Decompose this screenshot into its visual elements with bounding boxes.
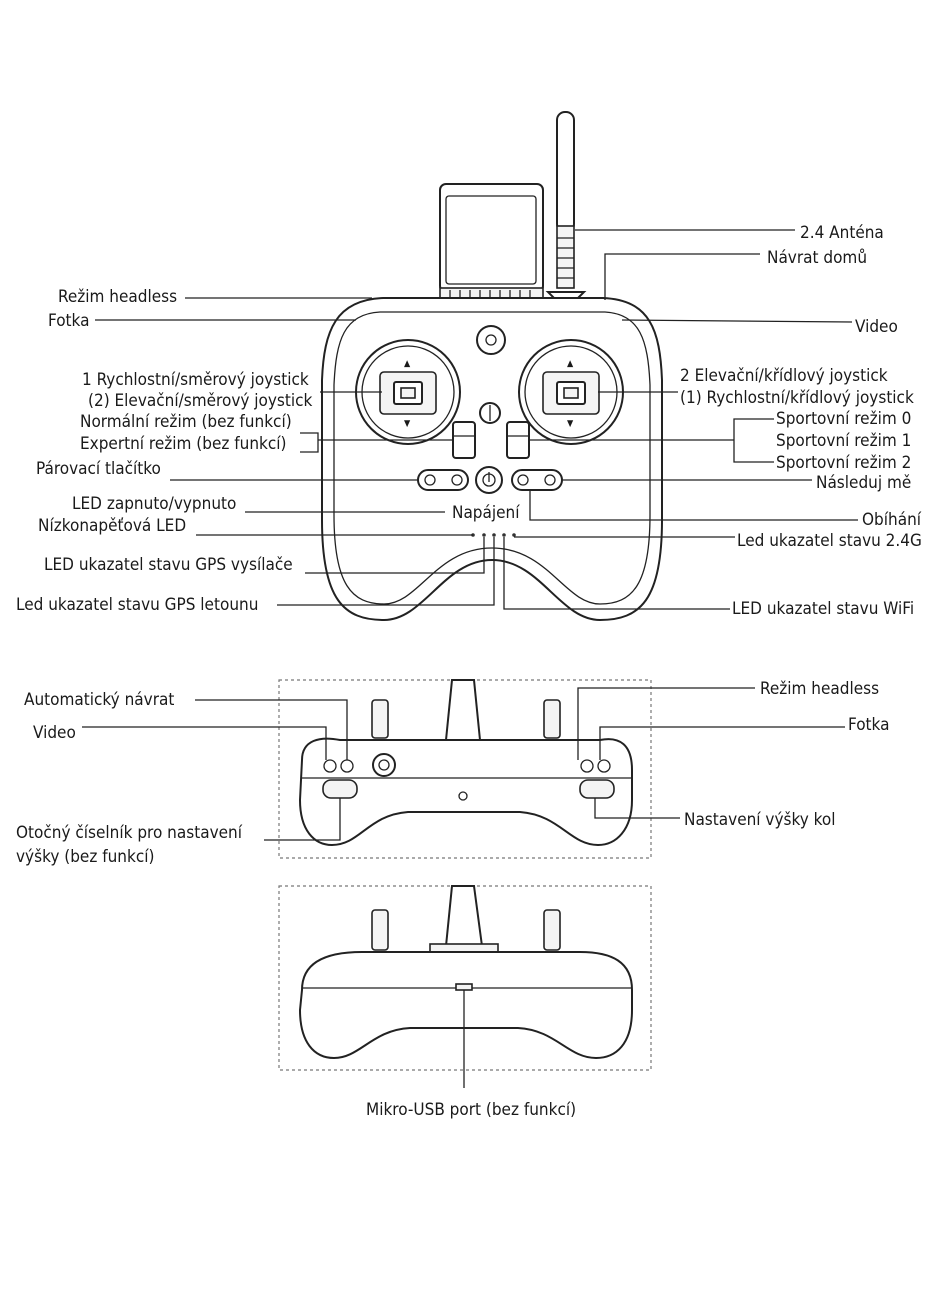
label-antenna: 2.4 Anténa [800,223,884,243]
label-video: Video [855,317,898,337]
right-joystick-drawing: ▲ ▼ [518,339,624,445]
label-led-wifi: LED ukazatel stavu WiFi [732,599,914,619]
label-pairing-button: Párovací tlačítko [36,459,161,479]
svg-text:▼: ▼ [567,419,574,429]
label-headless: Režim headless [58,287,177,307]
label-right-joystick-mode2: 2 Elevační/křídlový joystick [680,366,888,386]
bottom-view: Mikro-USB port (bez funkcí) [278,885,652,1120]
label-normal-mode: Normální režim (bez funkcí) [80,412,292,432]
front-view: Automatický návrat Video Režim headless … [16,679,889,867]
label-dial-line1: Otočný číselník pro nastavení [16,823,243,843]
label-return-home: Návrat domů [767,248,867,268]
label-expert-mode: Expertní režim (bez funkcí) [80,434,287,454]
svg-text:▲: ▲ [404,359,411,369]
top-view-leader-lines [95,229,858,610]
label-orbit: Obíhání [862,510,922,530]
label-dial-line2: výšky (bez funkcí) [16,847,154,867]
label-photo: Fotka [48,311,89,331]
label-wheel-height: Nastavení výšky kol [684,810,835,830]
left-joystick-drawing: ▲ ▼ [355,339,461,445]
label-low-voltage-led: Nízkonapěťová LED [38,516,186,536]
label-left-joystick-mode1: 1 Rychlostní/směrový joystick [82,370,309,390]
label-sport-mode-2: Sportovní režim 2 [776,453,911,473]
svg-text:▼: ▼ [404,419,411,429]
label-left-joystick-mode2: (2) Elevační/směrový joystick [88,391,313,411]
label-led-2-4g: Led ukazatel stavu 2.4G [737,531,922,551]
label-led-toggle: LED zapnuto/vypnuto [72,494,236,514]
label-right-joystick-mode1: (1) Rychlostní/křídlový joystick [680,388,914,408]
label-micro-usb: Mikro-USB port (bez funkcí) [366,1100,576,1120]
label-led-gps-aircraft: Led ukazatel stavu GPS letounu [16,595,258,615]
label-power: Napájení [452,503,520,523]
label-video-front: Video [33,723,76,743]
label-sport-mode-1: Sportovní režim 1 [776,431,911,451]
label-follow-me: Následuj mě [816,473,911,493]
front-view-leader-lines [82,687,845,841]
antenna-drawing [545,111,587,299]
label-headless-front: Režim headless [760,679,879,699]
svg-text:▲: ▲ [567,359,574,369]
label-photo-front: Fotka [848,715,889,735]
label-auto-return: Automatický návrat [24,690,174,710]
label-sport-mode-0: Sportovní režim 0 [776,409,911,429]
label-led-gps-transmitter: LED ukazatel stavu GPS vysílače [44,555,293,575]
controller-body-bottom [298,951,633,1060]
top-view: ▲ ▼ ▲ ▼ [16,111,922,622]
